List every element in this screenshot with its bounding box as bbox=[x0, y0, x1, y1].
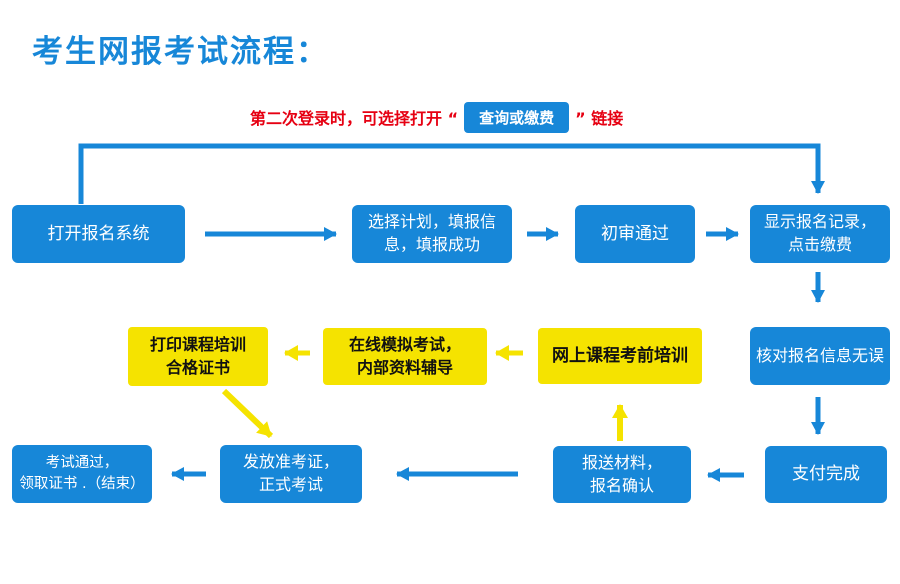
flow-step-verify-info: 核对报名信息无误 bbox=[750, 327, 890, 385]
arrow-loop-open-to-record bbox=[78, 143, 825, 204]
note-suffix: ” 链接 bbox=[575, 109, 624, 128]
arrow-print-to-ticket bbox=[221, 388, 274, 439]
flow-step-payment-done: 支付完成 bbox=[765, 446, 887, 503]
query-or-pay-button[interactable]: 查询或缴费 bbox=[464, 101, 570, 133]
flow-step-pass-exam: 考试通过， 领取证书 .（结束） bbox=[12, 445, 152, 503]
flow-step-show-record: 显示报名记录， 点击缴费 bbox=[750, 205, 890, 263]
flow-step-issue-ticket: 发放准考证， 正式考试 bbox=[220, 445, 362, 503]
flow-step-select-plan: 选择计划，填报信 息，填报成功 bbox=[352, 205, 512, 263]
note-prefix: 第二次登录时，可选择打开 “ bbox=[250, 109, 459, 128]
flow-step-mock-exam: 在线模拟考试， 内部资料辅导 bbox=[323, 328, 487, 385]
flow-step-open-system: 打开报名系统 bbox=[12, 205, 185, 263]
flow-step-first-review: 初审通过 bbox=[575, 205, 695, 263]
flow-step-submit-materials: 报送材料， 报名确认 bbox=[553, 446, 691, 503]
page-title: 考生网报考试流程： bbox=[32, 34, 329, 70]
flow-step-online-training: 网上课程考前培训 bbox=[538, 328, 702, 384]
flow-step-print-cert: 打印课程培训 合格证书 bbox=[128, 327, 268, 386]
second-login-note: 第二次登录时，可选择打开 “ 查询或缴费 ” 链接 bbox=[250, 101, 623, 133]
